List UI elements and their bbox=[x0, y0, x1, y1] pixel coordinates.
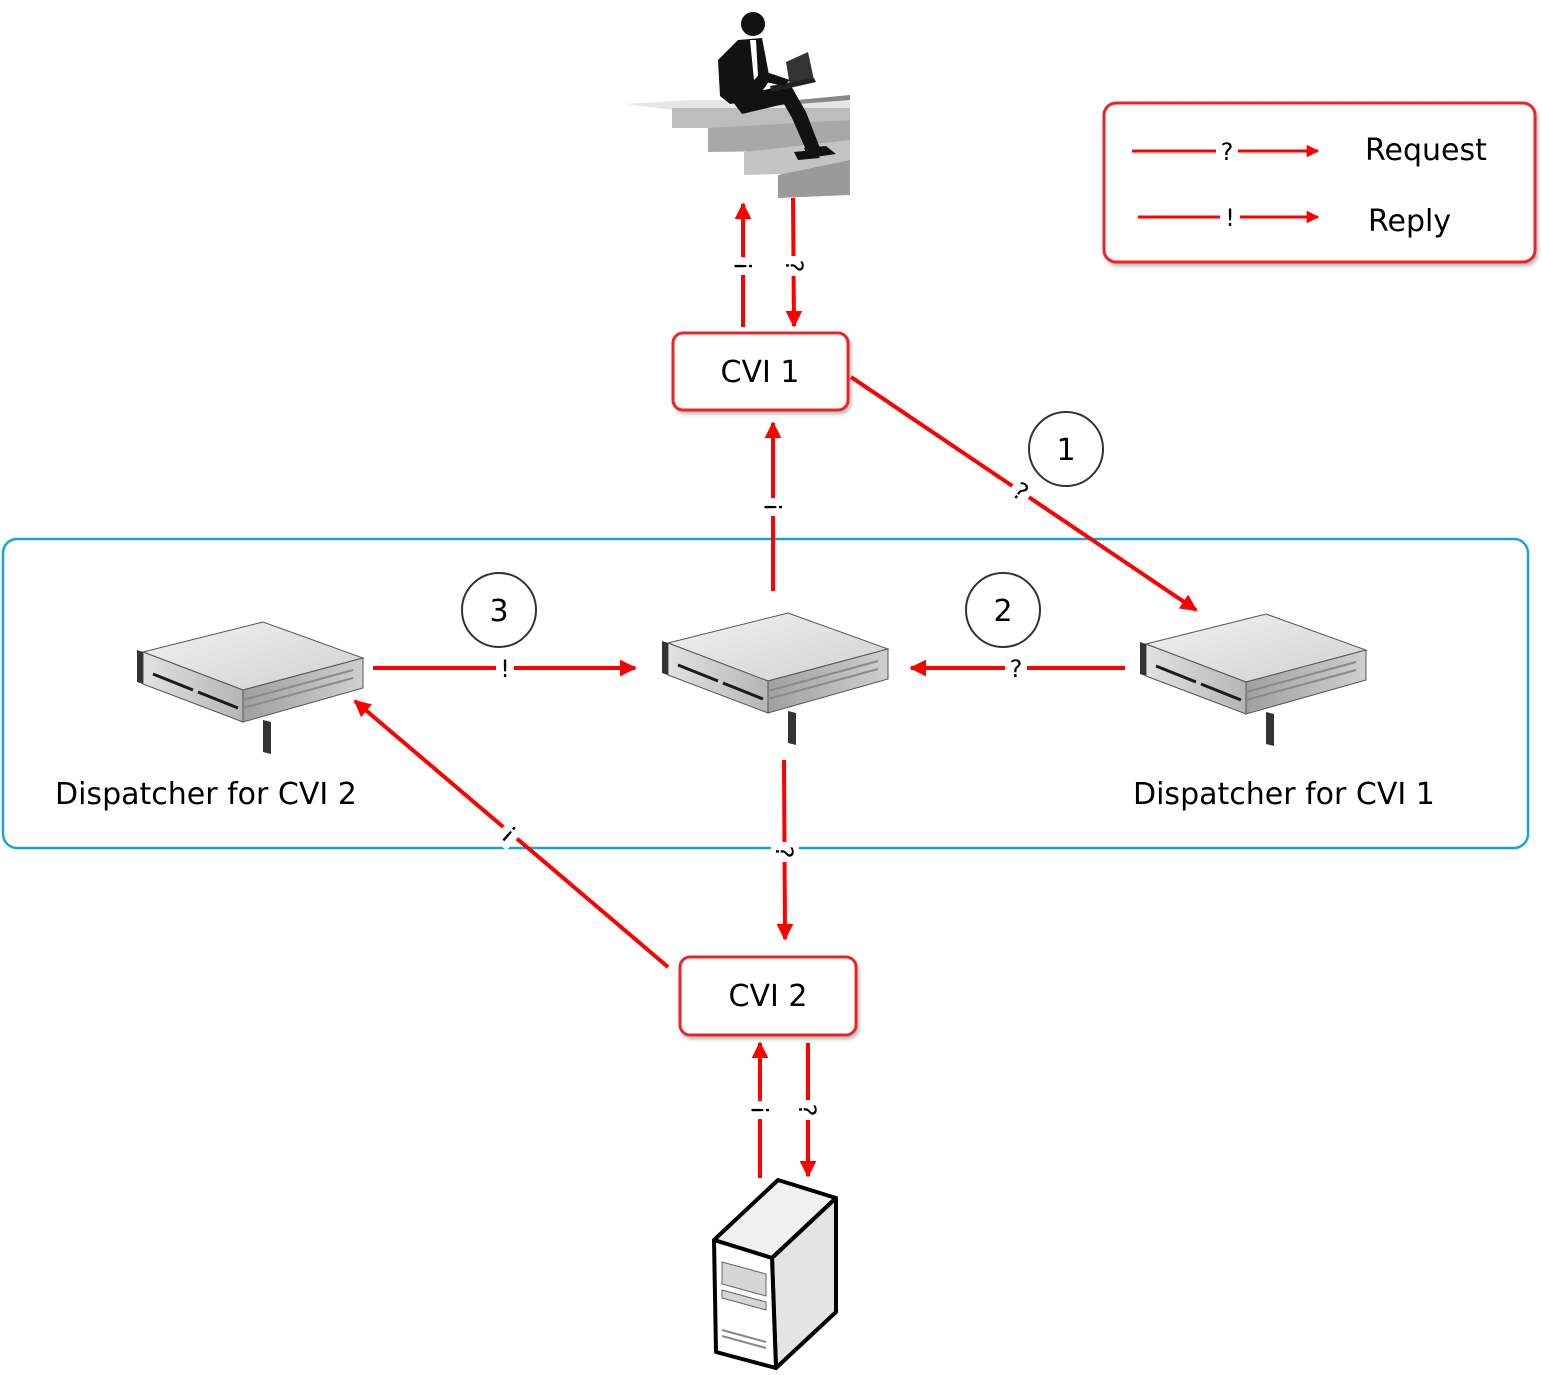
cvi1-label: CVI 1 bbox=[721, 355, 800, 390]
step-1-label: 1 bbox=[1056, 433, 1075, 468]
legend-reply-symbol: ! bbox=[1225, 204, 1235, 232]
mark-request-dispatcher1-center: ? bbox=[1010, 655, 1023, 683]
dispatcher-cvi1-server bbox=[1138, 612, 1368, 748]
legend-box bbox=[1102, 101, 1537, 264]
step-2-label: 2 bbox=[993, 594, 1012, 629]
step-3-label: 3 bbox=[489, 594, 508, 629]
legend-reply-label: Reply bbox=[1368, 204, 1451, 239]
mark-reply-center-cvi1: ! bbox=[760, 502, 788, 512]
cvi2-label: CVI 2 bbox=[729, 979, 808, 1014]
step-2-badge: 2 bbox=[965, 572, 1041, 648]
mark-request-client-cvi1: ? bbox=[780, 260, 808, 273]
mark-request-cvi2-server: ? bbox=[793, 1104, 821, 1117]
mark-request-center-cvi2: ? bbox=[770, 846, 798, 859]
dispatcher-cvi1-label: Dispatcher for CVI 1 bbox=[1133, 777, 1435, 812]
legend-request-symbol: ? bbox=[1221, 138, 1234, 166]
step-3-badge: 3 bbox=[461, 572, 537, 648]
legend: ? Request ! Reply bbox=[1102, 101, 1537, 264]
user-on-stairs-icon bbox=[625, 12, 850, 198]
center-node-server bbox=[660, 611, 890, 747]
cluster-frame bbox=[1, 537, 1530, 850]
dispatcher-cvi2-label: Dispatcher for CVI 2 bbox=[55, 777, 357, 812]
cvi2-box: CVI 2 bbox=[678, 955, 858, 1037]
tower-server-icon bbox=[712, 1178, 838, 1370]
cvi1-box: CVI 1 bbox=[671, 331, 850, 412]
legend-request-label: Request bbox=[1365, 133, 1487, 168]
mark-reply-dispatcher2-center: ! bbox=[500, 655, 510, 683]
mark-reply-server-cvi2: ! bbox=[747, 1105, 775, 1115]
step-1-badge: 1 bbox=[1028, 411, 1104, 487]
dispatcher-cvi2-server bbox=[135, 620, 365, 756]
mark-reply-cvi1-client: ! bbox=[730, 261, 758, 271]
